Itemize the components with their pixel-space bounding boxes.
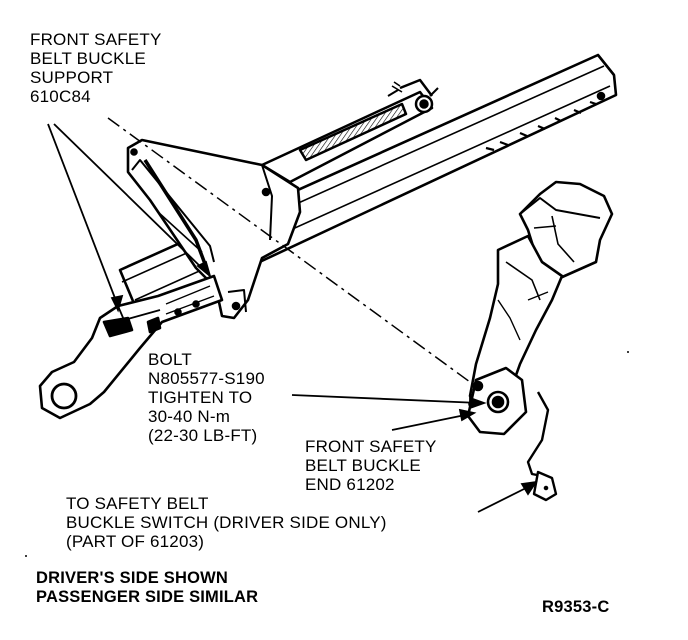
buckle-end-assembly <box>466 180 614 436</box>
callout-text-line: N805577-S190 <box>148 369 265 388</box>
callout-text-line: BOLT <box>148 350 192 369</box>
callout-buckle-switch: TO SAFETY BELT BUCKLE SWITCH (DRIVER SID… <box>66 494 387 551</box>
callout-text-line: END 61202 <box>305 475 395 494</box>
callout-text-line: TO SAFETY BELT <box>66 494 209 513</box>
callout-text-line: FRONT SAFETY <box>305 437 437 456</box>
leader-lines <box>47 123 538 513</box>
callout-text-line: (PART OF 61203) <box>66 532 205 551</box>
alignment-centerline <box>107 117 471 383</box>
callout-bolt: BOLT N805577-S190 TIGHTEN TO 30-40 N-m (… <box>148 350 265 445</box>
callout-text-line: BUCKLE SWITCH (DRIVER SIDE ONLY) <box>66 513 387 532</box>
speck-mark <box>25 555 27 557</box>
front-mounting-arm <box>38 274 224 420</box>
side-note-line: DRIVER'S SIDE SHOWN <box>36 569 228 587</box>
seat-adjuster-plate <box>260 78 439 184</box>
callout-text-line: 30-40 N-m <box>148 407 231 426</box>
callout-text-line: (22-30 LB-FT) <box>148 426 258 445</box>
callout-text-line: BELT BUCKLE <box>30 49 146 68</box>
callout-text-line: SUPPORT <box>30 68 114 87</box>
callout-text-line: 610C84 <box>30 87 91 106</box>
callout-buckle-end: FRONT SAFETY BELT BUCKLE END 61202 <box>305 437 437 494</box>
side-note-line: PASSENGER SIDE SIMILAR <box>36 588 259 606</box>
buckle-support-bracket <box>126 138 302 320</box>
figure-code: R9353-C <box>542 598 610 616</box>
callout-text-line: TIGHTEN TO <box>148 388 253 407</box>
callout-text-line: FRONT SAFETY <box>30 30 162 49</box>
speck-mark <box>627 351 629 353</box>
buckle-switch-wire <box>526 391 558 502</box>
callout-text-line: BELT BUCKLE <box>305 456 421 475</box>
side-note: DRIVER'S SIDE SHOWN PASSENGER SIDE SIMIL… <box>36 569 258 607</box>
callout-buckle-support: FRONT SAFETY BELT BUCKLE SUPPORT 610C84 <box>30 30 162 106</box>
